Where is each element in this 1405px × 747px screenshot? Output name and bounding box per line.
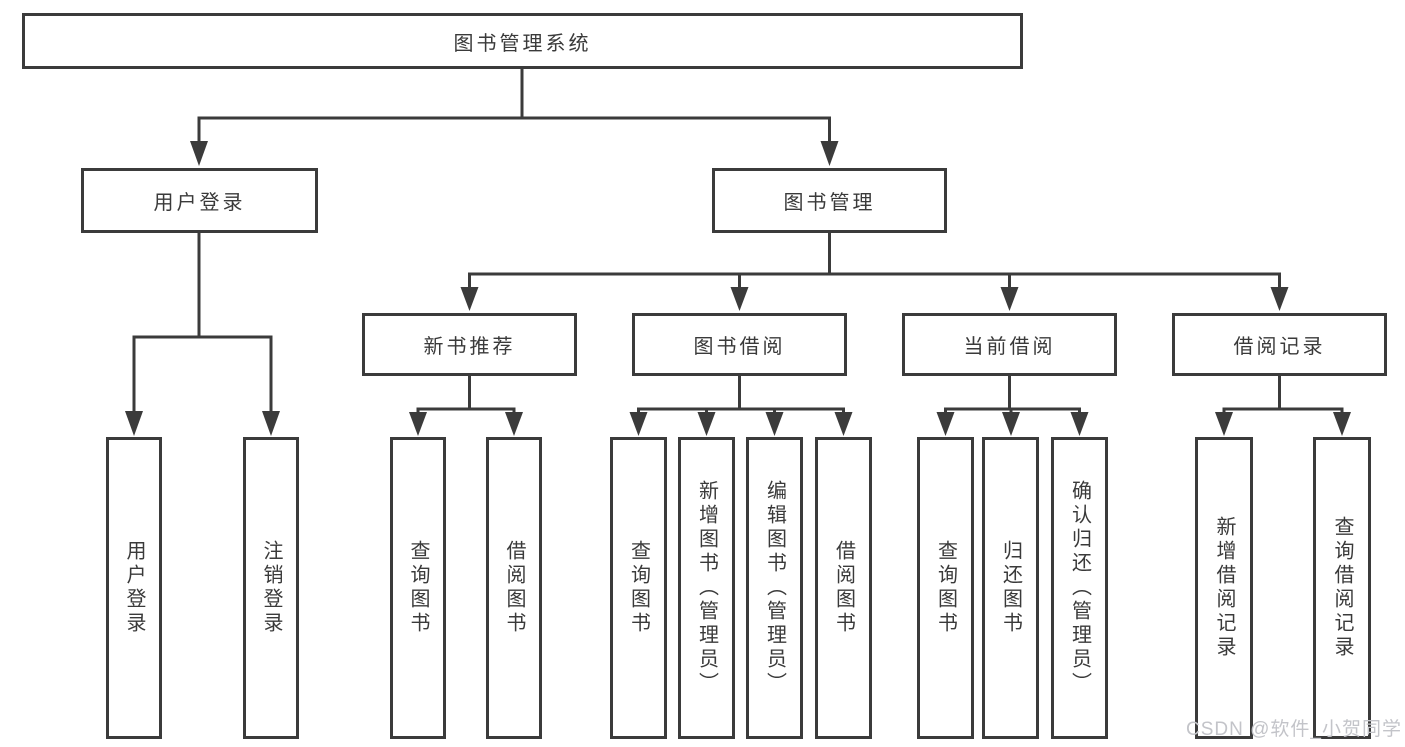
leaf-edit-books-admin-label: 编辑图书（管理员）	[763, 480, 786, 696]
watermark-text: CSDN @软件_小贺同学	[1186, 719, 1402, 740]
node-current-borrow: 当前借阅	[902, 313, 1117, 376]
node-book-mgmt-label: 图书管理	[783, 192, 876, 214]
connector-user-login-children	[125, 232, 280, 436]
leaf-query-books-recommend-label: 查询图书	[407, 540, 429, 636]
leaf-logout: 注销登录	[243, 437, 299, 739]
node-current-borrow-label: 当前借阅	[963, 336, 1056, 358]
leaf-user-login: 用户登录	[106, 437, 162, 739]
leaf-query-books-current-label: 查询图书	[934, 540, 957, 636]
leaf-add-books-admin: 新增图书（管理员）	[678, 437, 735, 739]
leaf-add-borrow-record-label: 新增借阅记录	[1213, 516, 1235, 660]
leaf-borrow-books-recommend: 借阅图书	[486, 437, 542, 739]
leaf-logout-label: 注销登录	[260, 540, 282, 636]
leaf-user-login-label: 用户登录	[123, 540, 145, 636]
node-root-label: 图书管理系统	[453, 32, 592, 55]
leaf-query-borrow-record: 查询借阅记录	[1313, 437, 1371, 739]
leaf-query-books-borrow: 查询图书	[610, 437, 667, 739]
node-new-book-recommend-label: 新书推荐	[423, 336, 516, 358]
leaf-borrow-books: 借阅图书	[815, 437, 872, 739]
leaf-query-borrow-record-label: 查询借阅记录	[1331, 516, 1353, 660]
leaf-add-borrow-record: 新增借阅记录	[1195, 437, 1253, 739]
connector-book-borrow-children	[629, 375, 853, 436]
leaf-edit-books-admin: 编辑图书（管理员）	[746, 437, 803, 739]
node-borrow-record-label: 借阅记录	[1233, 336, 1326, 358]
node-borrow-record: 借阅记录	[1172, 313, 1387, 376]
node-user-login-label: 用户登录	[153, 192, 246, 214]
node-root: 图书管理系统	[22, 13, 1023, 69]
leaf-borrow-books-label: 借阅图书	[832, 540, 855, 636]
node-book-mgmt: 图书管理	[712, 168, 947, 233]
leaf-query-books-recommend: 查询图书	[390, 437, 446, 739]
connector-root-to-level2	[190, 68, 839, 166]
connector-current-borrow-children	[936, 375, 1089, 436]
leaf-borrow-books-recommend-label: 借阅图书	[503, 540, 525, 636]
connector-book-mgmt-children	[460, 232, 1289, 311]
leaf-return-books-label: 归还图书	[999, 540, 1022, 636]
leaf-add-books-admin-label: 新增图书（管理员）	[695, 480, 718, 696]
connector-new-book-children	[409, 375, 523, 436]
leaf-confirm-return-admin: 确认归还（管理员）	[1051, 437, 1108, 739]
leaf-query-books-borrow-label: 查询图书	[627, 540, 650, 636]
node-new-book-recommend: 新书推荐	[362, 313, 577, 376]
leaf-return-books: 归还图书	[982, 437, 1039, 739]
node-book-borrow-label: 图书借阅	[693, 336, 786, 358]
leaf-confirm-return-admin-label: 确认归还（管理员）	[1068, 480, 1091, 696]
connector-borrow-record-children	[1215, 375, 1351, 436]
leaf-query-books-current: 查询图书	[917, 437, 974, 739]
node-user-login: 用户登录	[81, 168, 318, 233]
node-book-borrow: 图书借阅	[632, 313, 847, 376]
